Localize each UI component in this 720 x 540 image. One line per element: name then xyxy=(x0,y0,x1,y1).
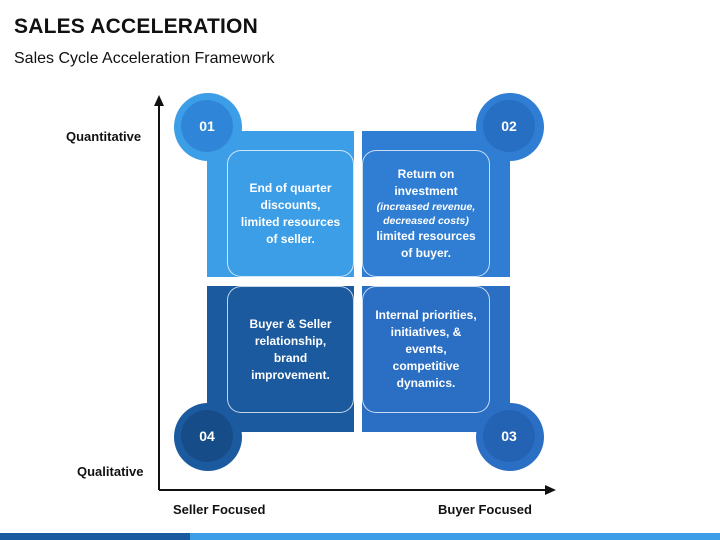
badge-02: 02 xyxy=(483,100,535,152)
badge-02-number: 02 xyxy=(501,118,517,134)
badge-04-number: 04 xyxy=(199,428,215,444)
y-axis-bottom-label: Qualitative xyxy=(77,464,144,479)
quadrant-03-text: Internal priorities, initiatives, & even… xyxy=(375,308,477,390)
page-title: SALES ACCELERATION xyxy=(14,15,258,38)
quadrant-01-line-2: limited resources xyxy=(240,214,341,229)
footer-bar xyxy=(0,533,720,540)
quadrant-01-line-3: of seller. xyxy=(266,231,315,246)
y-axis-arrow xyxy=(154,95,164,106)
x-axis-arrow xyxy=(545,485,556,495)
quadrant-02-subnote: (increased revenue, decreased costs) xyxy=(376,200,476,227)
quadrant-01-line-1: End of quarter discounts, xyxy=(249,180,332,212)
x-axis-left-label: Seller Focused xyxy=(173,502,266,517)
quadrant-02-line-1: Return on xyxy=(397,166,455,181)
footer-bar-dark xyxy=(0,533,190,540)
badge-03: 03 xyxy=(483,410,535,462)
badge-03-number: 03 xyxy=(501,428,517,444)
badge-01-number: 01 xyxy=(199,118,215,134)
badge-04: 04 xyxy=(181,410,233,462)
x-axis-right-label: Buyer Focused xyxy=(438,502,532,517)
quadrant-02-line-2: investment xyxy=(394,183,458,198)
quadrant-01-card: End of quarter discounts, limited resour… xyxy=(227,150,354,277)
quadrant-04-text: Buyer & Seller relationship, brand impro… xyxy=(249,316,332,382)
page-subtitle: Sales Cycle Acceleration Framework xyxy=(14,50,275,67)
quadrant-02-line-3: limited resources xyxy=(376,228,476,243)
quadrant-02-card: Return on investment (increased revenue,… xyxy=(362,150,490,277)
y-axis-top-label: Quantitative xyxy=(66,129,142,144)
quadrant-04-card: Buyer & Seller relationship, brand impro… xyxy=(227,286,354,413)
quadrant-02-line-4: of buyer. xyxy=(400,245,451,260)
badge-01: 01 xyxy=(181,100,233,152)
quadrant-03-card: Internal priorities, initiatives, & even… xyxy=(362,286,490,413)
footer-bar-light xyxy=(190,533,720,540)
